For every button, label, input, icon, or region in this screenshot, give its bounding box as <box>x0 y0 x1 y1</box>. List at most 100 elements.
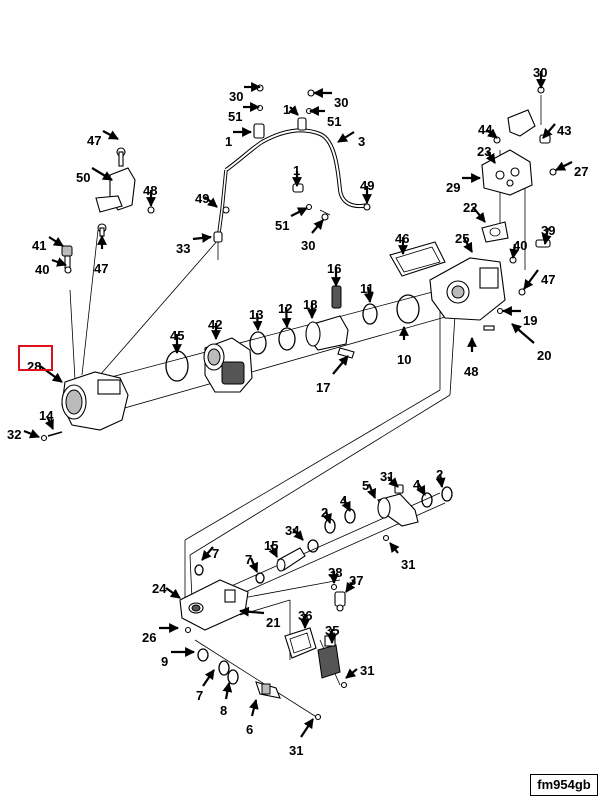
callout-number: 40 <box>513 238 527 253</box>
callout-number: 51 <box>275 218 289 233</box>
callout-44: 44 <box>478 122 498 139</box>
plate-36 <box>284 627 317 659</box>
callout-number: 14 <box>39 408 54 423</box>
main-body-25 <box>429 257 506 331</box>
bracket-50 <box>95 147 155 237</box>
callout-number: 32 <box>7 427 21 442</box>
callout-40: 40 <box>509 238 527 259</box>
callout-number: 31 <box>380 469 394 484</box>
callout-arrow <box>249 699 259 717</box>
callout-49: 49 <box>195 191 218 208</box>
callout-arrow <box>201 546 214 561</box>
callout-24: 24 <box>152 581 181 599</box>
callout-number: 7 <box>245 552 252 567</box>
callout-arrow <box>555 161 573 171</box>
callout-arrow <box>222 682 233 700</box>
callout-arrow <box>345 578 356 593</box>
callout-number: 27 <box>574 164 588 179</box>
callout-arrow <box>463 237 473 253</box>
callout-arrow <box>387 476 399 488</box>
callout-arrow <box>268 544 278 558</box>
elbow-18 <box>305 285 355 359</box>
callout-number: 31 <box>401 557 415 572</box>
housing-28 <box>40 371 129 442</box>
callout-number: 35 <box>325 623 339 638</box>
callout-number: 7 <box>212 546 219 561</box>
callout-4: 4 <box>413 477 426 496</box>
callout-3: 3 <box>337 131 365 149</box>
callout-arrow <box>300 718 314 738</box>
callout-30: 30 <box>313 88 348 110</box>
callout-number: 10 <box>397 352 411 367</box>
callout-32: 32 <box>7 427 40 442</box>
callout-26: 26 <box>142 623 179 645</box>
callout-1: 1 <box>225 127 252 149</box>
figure-reference-id: fm954gb <box>530 774 598 796</box>
callout-48: 48 <box>464 337 478 379</box>
callout-number: 15 <box>264 538 278 553</box>
callout-number: 19 <box>523 313 537 328</box>
callout-number: 47 <box>87 133 101 148</box>
sensor-41 <box>61 245 73 274</box>
callout-45: 45 <box>170 328 184 354</box>
callout-37: 37 <box>345 573 363 593</box>
callout-number: 29 <box>446 180 460 195</box>
callout-4: 4 <box>340 493 351 512</box>
callout-number: 30 <box>229 89 243 104</box>
callout-46: 46 <box>395 231 409 255</box>
callout-number: 30 <box>334 95 348 110</box>
callout-50: 50 <box>76 167 113 185</box>
callout-number: 51 <box>327 114 341 129</box>
block-24 <box>179 579 249 634</box>
callout-number: 41 <box>32 238 46 253</box>
callout-11: 11 <box>360 281 374 303</box>
callout-49: 49 <box>360 178 374 204</box>
callout-28-highlight <box>18 345 53 371</box>
callout-19: 19 <box>502 306 537 328</box>
callout-16: 16 <box>327 261 341 287</box>
callout-arrow <box>281 306 292 328</box>
callout-2: 2 <box>321 505 332 524</box>
callout-arrow <box>23 429 40 439</box>
callout-arrow <box>165 587 181 599</box>
callout-number: 3 <box>358 134 365 149</box>
callout-arrow <box>102 130 119 140</box>
callout-arrow <box>435 473 446 488</box>
callout-arrow <box>202 669 215 687</box>
callout-number: 1 <box>225 134 232 149</box>
callout-51: 51 <box>228 102 260 124</box>
callout-arrow <box>485 150 496 164</box>
callout-35: 35 <box>325 623 339 644</box>
throttle-body-42 <box>203 337 253 393</box>
callout-arrow <box>472 206 486 223</box>
callout-arrow <box>91 167 113 181</box>
callout-12: 12 <box>278 301 292 328</box>
callout-number: 7 <box>196 688 203 703</box>
callout-arrow <box>363 286 374 303</box>
callout-number: 11 <box>360 281 374 296</box>
callout-number: 25 <box>455 231 469 246</box>
callout-7: 7 <box>196 669 215 703</box>
callout-33: 33 <box>176 233 212 256</box>
callout-30: 30 <box>229 82 261 104</box>
callout-43: 43 <box>542 123 571 139</box>
callout-arrow <box>44 415 54 430</box>
callout-number: 4 <box>413 477 421 492</box>
callout-number: 38 <box>328 565 342 580</box>
callout-number: 39 <box>541 223 555 238</box>
callout-30: 30 <box>533 65 547 89</box>
callout-20: 20 <box>511 323 551 363</box>
callout-51: 51 <box>309 106 341 129</box>
callout-number: 2 <box>436 467 443 482</box>
callout-arrow <box>51 257 67 267</box>
callout-number: 42 <box>208 317 222 332</box>
callout-arrow <box>288 105 299 116</box>
callout-arrow <box>192 233 212 243</box>
callout-number: 1 <box>283 102 290 117</box>
callout-arrow <box>311 219 324 234</box>
callout-number: 28 <box>27 359 41 374</box>
callout-arrow <box>341 498 351 512</box>
callout-number: 44 <box>478 122 493 137</box>
